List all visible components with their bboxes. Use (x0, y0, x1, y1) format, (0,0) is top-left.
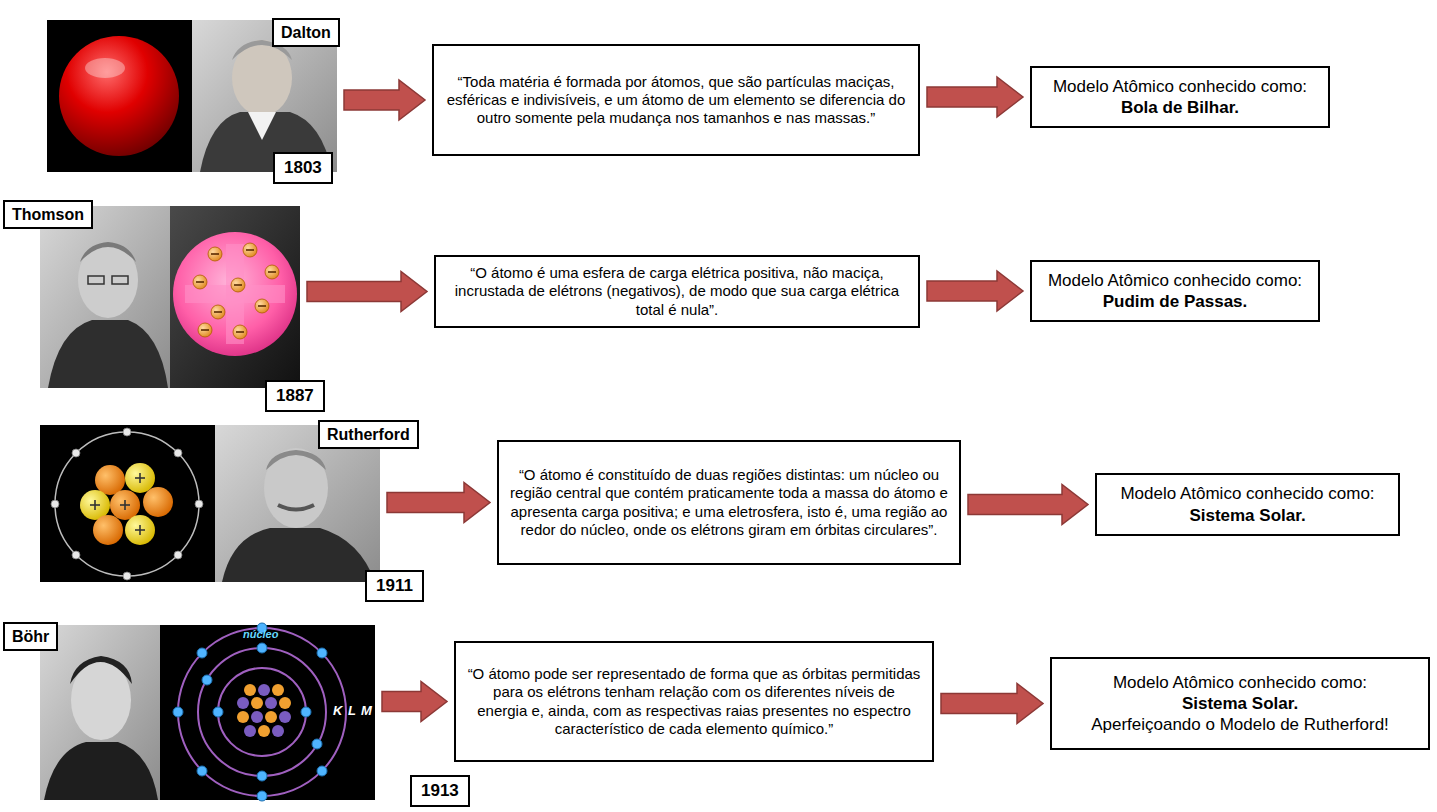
year-label: 1887 (265, 380, 325, 412)
illustration-panel: Thomson1887 (40, 206, 300, 388)
bohr-illustration (40, 623, 375, 801)
shell-letter: K (333, 704, 342, 718)
thomson-illustration (40, 206, 300, 388)
model-note: Aperfeiçoando o Modelo de Rutherford! (1062, 714, 1418, 735)
model-box: Modelo Atômico conhecido como:Sistema So… (1050, 657, 1430, 750)
illustration-panel: Böhr1913 (40, 625, 375, 800)
year-label: 1803 (273, 152, 333, 184)
model-intro: Modelo Atômico conhecido como: (1107, 483, 1388, 504)
scientist-name: Dalton (272, 18, 340, 47)
model-intro: Modelo Atômico conhecido como: (1042, 270, 1308, 291)
year-label: 1911 (365, 570, 424, 602)
block-arrow (927, 77, 1023, 117)
quote-box: “Toda matéria é formada por átomos, que … (432, 44, 920, 156)
illustration-panel: Rutherford1911 (40, 425, 380, 582)
year-label: 1913 (410, 775, 470, 807)
model-intro: Modelo Atômico conhecido como: (1042, 76, 1318, 97)
model-intro: Modelo Atômico conhecido como: (1062, 672, 1418, 693)
shell-letter: M (361, 704, 372, 718)
block-arrow (927, 271, 1023, 311)
block-arrow (307, 272, 427, 312)
model-box: Modelo Atômico conhecido como:Bola de Bi… (1030, 66, 1330, 128)
model-name: Sistema Solar. (1107, 505, 1388, 526)
quote-text: “Toda matéria é formada por átomos, que … (444, 73, 908, 128)
model-box: Modelo Atômico conhecido como:Pudim de P… (1030, 260, 1320, 322)
quote-box: “O átomo é constituído de duas regiões d… (497, 440, 961, 565)
block-arrow (382, 682, 447, 722)
nucleus-label: núcleo (243, 628, 278, 640)
block-arrow (387, 483, 490, 523)
scientist-name: Thomson (3, 200, 93, 229)
quote-text: “O átomo é constituído de duas regiões d… (509, 466, 949, 539)
quote-box: “O átomo pode ser representado de forma … (454, 641, 934, 762)
model-name: Sistema Solar. (1062, 693, 1418, 714)
shell-letter: L (348, 704, 356, 718)
model-box: Modelo Atômico conhecido como:Sistema So… (1095, 473, 1400, 536)
block-arrow (344, 80, 425, 120)
scientist-name: Rutherford (318, 420, 419, 449)
quote-text: “O átomo é uma esfera de carga elétrica … (446, 264, 908, 319)
quote-box: “O átomo é uma esfera de carga elétrica … (434, 255, 920, 328)
model-name: Bola de Bilhar. (1042, 97, 1318, 118)
scientist-name: Böhr (3, 622, 58, 651)
quote-text: “O átomo pode ser representado de forma … (466, 665, 922, 738)
block-arrow (968, 485, 1088, 525)
block-arrow (941, 684, 1043, 724)
illustration-panel: Dalton1803 (47, 20, 337, 172)
model-name: Pudim de Passas. (1042, 291, 1308, 312)
